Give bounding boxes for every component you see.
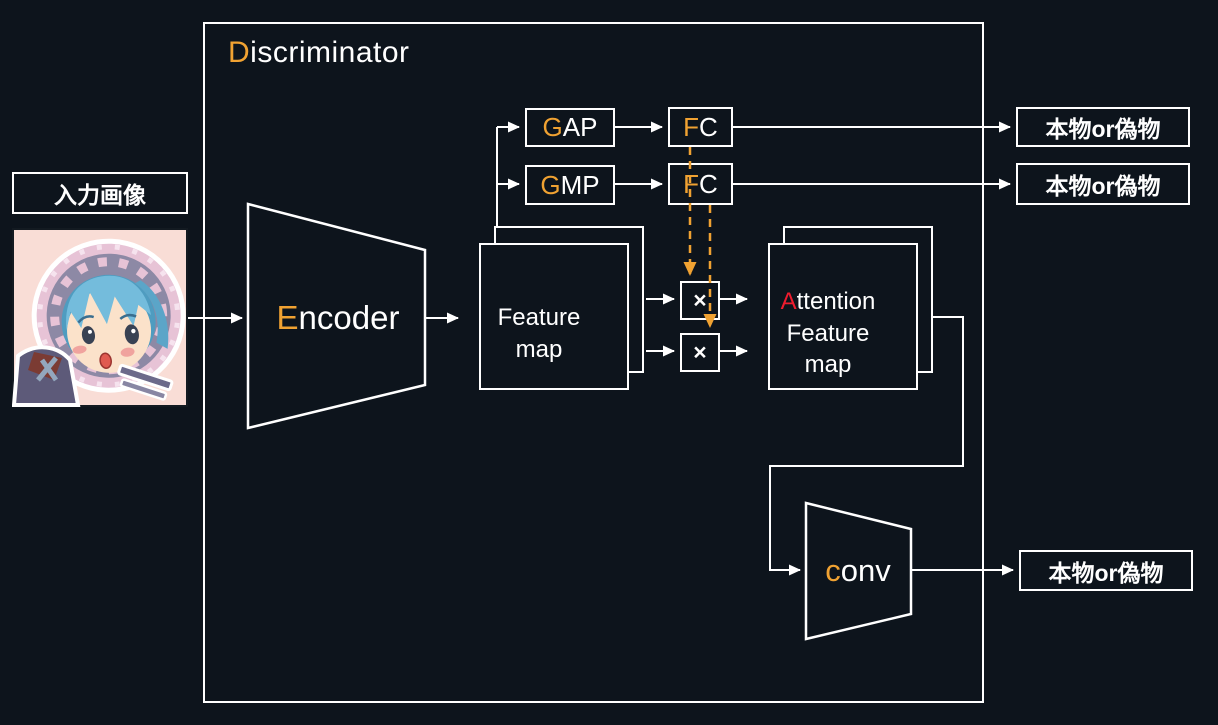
fc2-rest: C [699, 168, 718, 199]
anime-character-illustration [11, 228, 188, 407]
gap-rest: AP [562, 112, 598, 142]
output-box-2: 本物or偽物 [1016, 163, 1190, 205]
output-box-3: 本物or偽物 [1019, 550, 1193, 591]
input-image-label: 入力画像 [12, 172, 188, 214]
attention-initial: A [780, 287, 797, 315]
encoder-rest: ncoder [298, 299, 400, 336]
multiply-box-1: × [680, 281, 720, 320]
conv-rest: onv [840, 553, 891, 588]
output-box-1: 本物or偽物 [1016, 107, 1190, 147]
attention-rest: ttention [796, 287, 876, 315]
title-initial: D [228, 36, 251, 69]
fc1-initial: F [683, 111, 700, 142]
input-image [11, 228, 188, 407]
conv-initial: c [825, 553, 841, 588]
discriminator-box [203, 22, 984, 703]
gap-initial: G [542, 112, 563, 142]
fc1-rest: C [699, 111, 718, 142]
feature-map-label-line1: Feature [497, 303, 581, 331]
feature-map-label-line2: map [515, 335, 563, 363]
attention-label-line3: map [804, 351, 852, 379]
multiply-symbol-2: × [693, 339, 707, 365]
feature-map-front-square: Feature map [464, 260, 614, 407]
gmp-initial: G [540, 169, 561, 200]
attention-label-line1: Attention [781, 286, 876, 318]
attention-label-line2: Feature [786, 319, 870, 347]
gmp-rest: MP [560, 169, 600, 200]
discriminator-title: Discriminator [228, 36, 410, 70]
attention-map-front-square: Attention Feature map [753, 260, 903, 407]
multiply-box-2: × [680, 333, 720, 372]
encoder-initial: E [276, 299, 299, 336]
feature-map-middle-square [479, 243, 629, 390]
title-rest: iscriminator [250, 36, 410, 69]
fc2-initial: F [683, 168, 700, 199]
multiply-symbol-1: × [693, 287, 707, 313]
